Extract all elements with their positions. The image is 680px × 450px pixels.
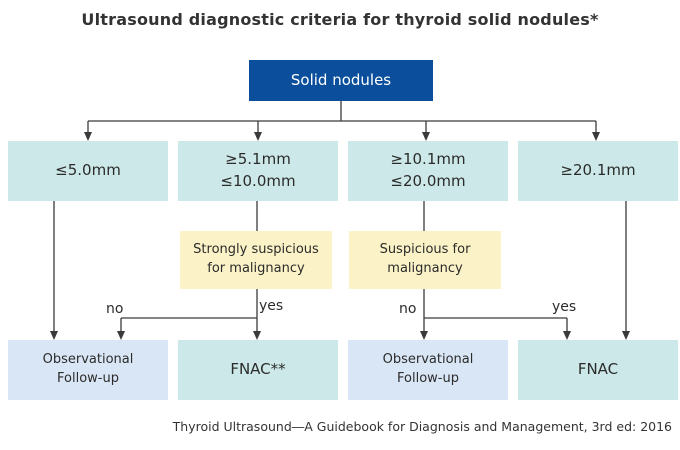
outcome-node-observational-2: Observational Follow-up xyxy=(348,340,508,400)
outcome-3-line2: Follow-up xyxy=(397,371,459,386)
outcome-3-line1: Observational xyxy=(382,352,474,368)
arrowhead-cat-1 xyxy=(84,132,92,141)
category-3-line1: ≥10.1mm xyxy=(390,150,466,169)
category-node-2: ≥5.1mm ≤10.0mm xyxy=(178,141,338,201)
root-label: Solid nodules xyxy=(290,70,392,89)
category-node-3: ≥10.1mm ≤20.0mm xyxy=(348,141,508,201)
outcome-node-fnac-double-star: FNAC** xyxy=(178,340,338,400)
arrowhead-fnac-2-yes xyxy=(563,331,571,340)
outcome-1-line1: Observational xyxy=(42,352,134,368)
branch-label-yes-right: yes xyxy=(552,299,577,315)
outcome-1-line2: Follow-up xyxy=(57,371,119,386)
arrowhead-cat-4 xyxy=(592,132,600,141)
flag-2-line1: Suspicious for xyxy=(379,242,471,258)
arrowhead-cat-3 xyxy=(422,132,430,141)
category-2-line2: ≤10.0mm xyxy=(220,172,296,190)
branch-label-no-right: no xyxy=(399,301,417,317)
arrowhead-obs1 xyxy=(50,331,58,340)
outcome-4-line1: FNAC xyxy=(577,360,619,379)
arrowhead-obs1-no xyxy=(117,331,125,340)
root-node-solid-nodules: Solid nodules xyxy=(249,60,433,101)
outcome-node-observational-1: Observational Follow-up xyxy=(8,340,168,400)
category-4-line1: ≥20.1mm xyxy=(560,161,636,180)
flag-node-suspicious: Suspicious for malignancy xyxy=(349,231,501,289)
category-2-line1: ≥5.1mm xyxy=(225,150,291,169)
arrowhead-fnac-2 xyxy=(622,331,630,340)
branch-label-no-left: no xyxy=(106,301,124,317)
category-3-line2: ≤20.0mm xyxy=(390,172,466,190)
diagram-title: Ultrasound diagnostic criteria for thyro… xyxy=(81,10,599,29)
branch-label-yes-left: yes xyxy=(259,298,284,314)
outcome-2-line1: FNAC** xyxy=(230,360,286,379)
category-node-4: ≥20.1mm xyxy=(518,141,678,201)
arrowhead-obs2 xyxy=(420,331,428,340)
flag-node-strongly-suspicious: Strongly suspicious for malignancy xyxy=(180,231,332,289)
flag-2-line2: malignancy xyxy=(387,261,463,276)
outcome-node-fnac: FNAC xyxy=(518,340,678,400)
flag-1-line1: Strongly suspicious xyxy=(193,242,319,258)
arrowhead-fnac-1 xyxy=(253,331,261,340)
source-citation: Thyroid Ultrasound―A Guidebook for Diagn… xyxy=(172,419,672,434)
arrowhead-cat-2 xyxy=(254,132,262,141)
category-1-line1: ≤5.0mm xyxy=(55,161,121,180)
flag-1-line2: for malignancy xyxy=(207,261,305,276)
category-node-1: ≤5.0mm xyxy=(8,141,168,201)
